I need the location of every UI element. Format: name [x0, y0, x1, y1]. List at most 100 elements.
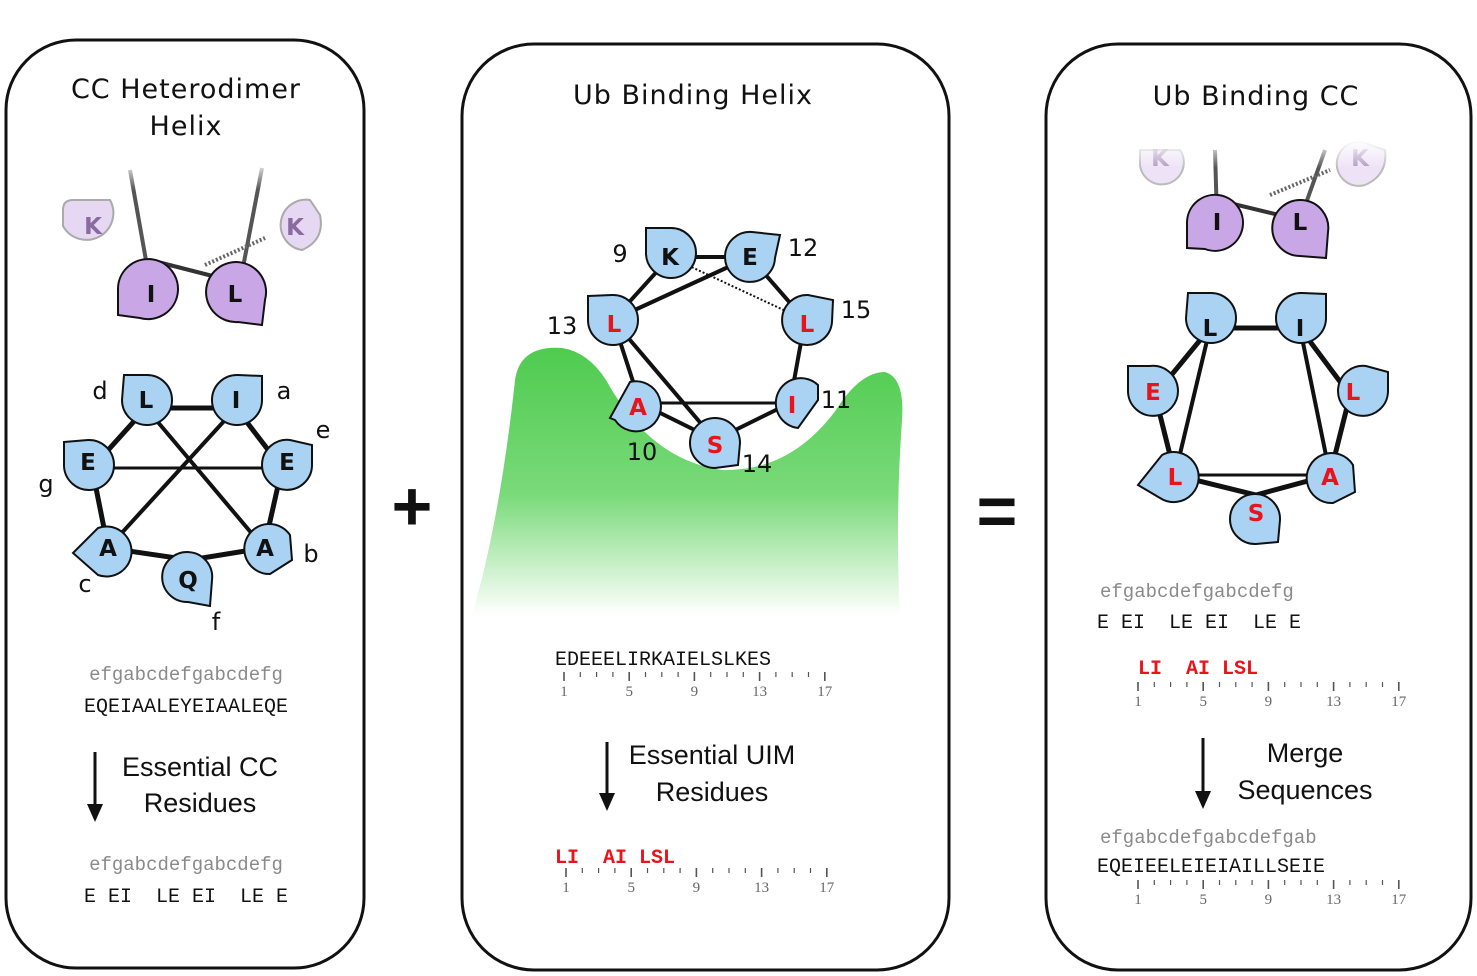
cc-arrow-caption-line1: Essential CC — [122, 752, 278, 782]
partner-residue-i: I — [116, 258, 179, 321]
residue-number-9: 9 — [612, 240, 627, 268]
svg-text:E: E — [80, 450, 96, 476]
ub-binding-cc-panel: Ub Binding CC K K I L — [1044, 42, 1473, 972]
ub-cc-wheel-residue-i-top: I — [1275, 291, 1327, 344]
merged-ruler-label: 5 — [1199, 892, 1207, 908]
svg-text:K: K — [661, 245, 680, 271]
svg-text:I: I — [232, 388, 241, 414]
heptad-label-g: g — [38, 470, 53, 498]
ub-cc-partner-l: L — [1271, 199, 1330, 260]
cc-result-heptad-row: efgabcdefgabcdefg — [89, 854, 283, 876]
cc-panel-title-line2: Helix — [150, 111, 223, 142]
svg-text:I: I — [147, 282, 156, 308]
ub-cc-ruler-label: 13 — [1326, 694, 1341, 710]
ub-cc-ruler-label: 5 — [1199, 694, 1207, 710]
partner-residue-k-right: K — [279, 198, 322, 252]
ub-essential-residues: LI AI LSL — [555, 847, 675, 870]
heptad-label-c: c — [78, 570, 91, 598]
cc-wheel-residue-e-right: E — [261, 438, 314, 491]
merged-ruler-label: 9 — [1265, 892, 1273, 908]
heptad-label-e: e — [316, 416, 331, 444]
svg-text:L: L — [1346, 380, 1361, 406]
ub-helix-panel-title: Ub Binding Helix — [573, 80, 813, 111]
ub-essential-ruler-label: 13 — [754, 880, 769, 896]
cc-sequence: EQEIAALEYEIAALEQE — [84, 696, 288, 719]
ub-essential-ruler-label: 1 — [562, 880, 570, 896]
ub-essential-ruler-label: 5 — [627, 880, 635, 896]
svg-text:L: L — [1203, 316, 1218, 342]
ubiquitin-binding-surface — [472, 347, 903, 615]
merge-caption-line2: Sequences — [1237, 775, 1372, 805]
ub-wheel-residue-l-right: L — [781, 293, 835, 346]
cc-panel-frame — [4, 38, 366, 970]
residue-number-14: 14 — [742, 450, 773, 478]
residue-number-15: 15 — [841, 296, 872, 324]
cc-down-arrow — [87, 752, 103, 822]
svg-text:E: E — [1145, 380, 1161, 406]
svg-text:A: A — [629, 395, 647, 421]
ub-down-arrow — [599, 742, 615, 811]
svg-text:L: L — [607, 312, 622, 338]
ub-arrow-caption-line1: Essential UIM — [629, 740, 796, 770]
ub-helix-ruler-label: 1 — [560, 684, 568, 700]
heptad-label-a: a — [277, 377, 292, 405]
ub-essential-ruler-label: 9 — [693, 880, 701, 896]
ub-wheel-residue-k: K — [644, 226, 697, 279]
ub-wheel-residue-a: A — [608, 380, 662, 433]
partner-residue-l: L — [205, 261, 268, 327]
ub-helix-sequence: EDEEELIRKAIELSLKES — [555, 649, 771, 672]
cc-wheel-residue-a-left: A — [71, 525, 133, 578]
ub-cc-ub-residues: LI AI LSL — [1138, 658, 1258, 681]
merged-sequence: EQEIEELEIEIAILLSEIE — [1097, 856, 1325, 879]
ub-helix-ruler-label: 17 — [817, 684, 833, 700]
residue-number-12: 12 — [788, 234, 819, 262]
svg-text:I: I — [1296, 316, 1305, 342]
ub-cc-wheel-residue-e: E — [1127, 364, 1179, 417]
svg-text:E: E — [279, 450, 295, 476]
ub-cc-panel-title: Ub Binding CC — [1153, 81, 1360, 112]
svg-text:L: L — [1293, 210, 1308, 236]
svg-text:E: E — [742, 245, 758, 271]
cc-result-sequence: E EI LE EI LE E — [84, 886, 288, 909]
svg-text:K: K — [84, 214, 103, 240]
svg-text:Q: Q — [178, 568, 198, 594]
svg-text:L: L — [800, 312, 815, 338]
plus-operator: + — [392, 467, 433, 545]
svg-text:S: S — [707, 433, 724, 459]
ub-cc-wheel-residue-s: S — [1229, 493, 1282, 546]
merge-caption-line1: Merge — [1267, 738, 1344, 768]
residue-number-11: 11 — [821, 386, 852, 414]
ub-cc-cc-residues: E EI LE EI LE E — [1097, 612, 1301, 635]
heptad-label-b: b — [303, 540, 318, 568]
ub-cc-partner-i: I — [1186, 193, 1244, 252]
ub-cc-wheel-residue-l-bottom: L — [1136, 451, 1200, 504]
residue-number-13: 13 — [547, 312, 578, 340]
ub-helix-ruler-label: 5 — [625, 684, 633, 700]
svg-text:S: S — [1248, 501, 1265, 527]
svg-text:A: A — [99, 536, 117, 562]
cc-wheel-residue-l: L — [120, 373, 173, 426]
ub-wheel-residue-s: S — [689, 417, 742, 470]
svg-text:L: L — [139, 388, 154, 414]
residue-number-10: 10 — [627, 438, 658, 466]
ub-cc-wheel-residue-l-right: L — [1337, 364, 1389, 417]
heptad-label-d: d — [92, 377, 107, 405]
svg-text:L: L — [228, 282, 243, 308]
ub-cc-heptad-row: efgabcdefgabcdefg — [1100, 581, 1294, 603]
cc-heptad-row: efgabcdefgabcdefg — [89, 664, 283, 686]
merged-ruler-label: 1 — [1134, 892, 1142, 908]
ub-wheel-residue-i: I — [774, 377, 819, 430]
ub-cc-wheel-residue-l-top: L — [1184, 291, 1237, 344]
heptad-label-f: f — [212, 608, 221, 636]
ub-helix-ruler-label: 13 — [752, 684, 767, 700]
svg-text:L: L — [1168, 465, 1183, 491]
cc-panel-title-line1: CC Heterodimer — [71, 74, 301, 105]
partner-residue-k-left: K — [62, 199, 115, 241]
cc-wheel-residue-q: Q — [161, 551, 214, 608]
merged-heptad-row: efgabcdefgabcdefgab — [1100, 827, 1317, 849]
cc-wheel-residue-i: I — [211, 373, 263, 426]
